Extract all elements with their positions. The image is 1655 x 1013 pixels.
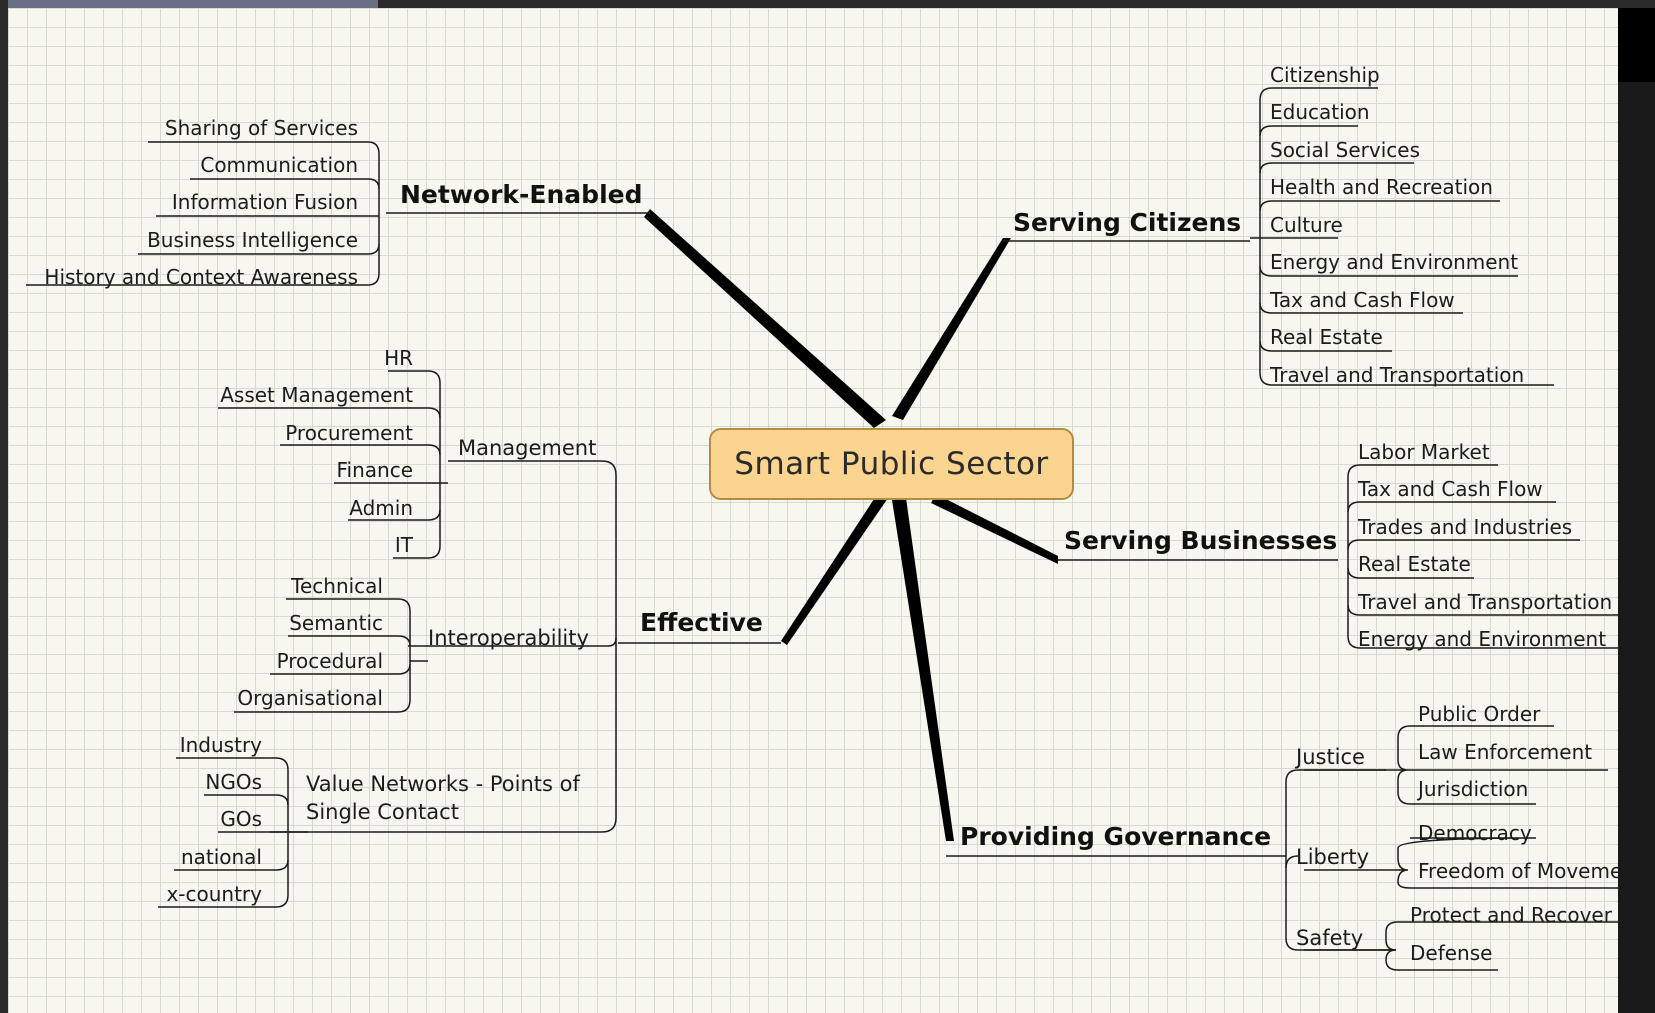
main-branch-spokes bbox=[644, 209, 1058, 841]
subbranch-management[interactable]: Management bbox=[458, 436, 597, 460]
spoke-serving-citizens bbox=[892, 238, 1011, 420]
subbranch-liberty[interactable]: Liberty bbox=[1296, 845, 1370, 869]
spoke-providing-governance bbox=[892, 498, 954, 841]
spoke-effective bbox=[781, 496, 888, 645]
topic-protect-and-recover[interactable]: Protect and Recover bbox=[1410, 903, 1612, 927]
video-thumbnail-strip bbox=[8, 0, 378, 8]
topic-procurement[interactable]: Procurement bbox=[285, 421, 413, 445]
topic-industry[interactable]: Industry bbox=[179, 733, 262, 757]
topic-hr[interactable]: HR bbox=[384, 346, 413, 370]
topic-asset-management[interactable]: Asset Management bbox=[220, 383, 413, 407]
topic-tax-and-cash-flow[interactable]: Tax and Cash Flow bbox=[1270, 288, 1455, 312]
subbranch-justice[interactable]: Justice bbox=[1296, 745, 1365, 769]
subbranch-value-networks-line1[interactable]: Value Networks - Points of bbox=[306, 772, 580, 796]
topic-trades-and-industries[interactable]: Trades and Industries bbox=[1358, 515, 1573, 539]
topic-history-and-context-awareness[interactable]: History and Context Awareness bbox=[44, 265, 358, 289]
topic-national[interactable]: national bbox=[180, 845, 262, 869]
topic-technical[interactable]: Technical bbox=[291, 574, 383, 598]
spoke-network-enabled bbox=[644, 209, 886, 428]
topic-semantic[interactable]: Semantic bbox=[289, 611, 383, 635]
topic-finance[interactable]: Finance bbox=[336, 458, 413, 482]
window-top-bar bbox=[0, 0, 1655, 8]
topic-education[interactable]: Education bbox=[1270, 100, 1370, 124]
topic-freedom-of-movement[interactable]: Freedom of Movement bbox=[1418, 859, 1618, 883]
mind-map-canvas[interactable]: Smart Public Sector Network-Enabled Shar… bbox=[8, 8, 1618, 1013]
topic-real-estate[interactable]: Real Estate bbox=[1270, 325, 1383, 349]
topic-law-enforcement[interactable]: Law Enforcement bbox=[1418, 740, 1593, 764]
topic-biz-energy-and-environment[interactable]: Energy and Environment bbox=[1358, 627, 1607, 651]
topic-procedural[interactable]: Procedural bbox=[276, 649, 383, 673]
connector-lines bbox=[26, 87, 1618, 971]
central-node-label: Smart Public Sector bbox=[734, 446, 1049, 482]
topic-defense[interactable]: Defense bbox=[1410, 941, 1493, 965]
overlay-corner-block bbox=[1618, 8, 1655, 82]
topic-admin[interactable]: Admin bbox=[349, 496, 413, 520]
mind-map-connectors bbox=[26, 87, 1618, 971]
topic-social-services[interactable]: Social Services bbox=[1270, 138, 1420, 162]
topic-citizenship[interactable]: Citizenship bbox=[1270, 63, 1380, 87]
topic-organisational[interactable]: Organisational bbox=[237, 686, 383, 710]
topic-it[interactable]: IT bbox=[394, 533, 413, 557]
topic-energy-and-environment[interactable]: Energy and Environment bbox=[1270, 250, 1519, 274]
topic-biz-travel-and-transportation[interactable]: Travel and Transportation bbox=[1358, 590, 1613, 614]
left-window-edge bbox=[0, 8, 8, 1013]
topic-information-fusion[interactable]: Information Fusion bbox=[171, 190, 358, 214]
topic-sharing-of-services[interactable]: Sharing of Services bbox=[164, 116, 358, 140]
branch-serving-businesses[interactable]: Serving Businesses bbox=[1064, 526, 1338, 555]
topic-democracy[interactable]: Democracy bbox=[1418, 821, 1532, 845]
topic-public-order[interactable]: Public Order bbox=[1418, 702, 1541, 726]
subbranch-safety[interactable]: Safety bbox=[1296, 926, 1364, 950]
topic-gos[interactable]: GOs bbox=[220, 807, 262, 831]
topic-ngos[interactable]: NGOs bbox=[205, 770, 262, 794]
subbranch-interoperability[interactable]: Interoperability bbox=[428, 626, 589, 650]
branch-providing-governance[interactable]: Providing Governance bbox=[960, 822, 1272, 851]
topic-business-intelligence[interactable]: Business Intelligence bbox=[147, 228, 358, 252]
branch-network-enabled[interactable]: Network-Enabled bbox=[400, 180, 643, 209]
topic-culture[interactable]: Culture bbox=[1270, 213, 1343, 237]
branch-serving-citizens[interactable]: Serving Citizens bbox=[1013, 208, 1242, 237]
topic-communication[interactable]: Communication bbox=[200, 153, 358, 177]
spoke-serving-businesses bbox=[931, 494, 1058, 564]
topic-labor-market[interactable]: Labor Market bbox=[1358, 440, 1490, 464]
topic-x-country[interactable]: x-country bbox=[166, 882, 262, 906]
topic-health-and-recreation[interactable]: Health and Recreation bbox=[1270, 175, 1493, 199]
topic-travel-and-transportation[interactable]: Travel and Transportation bbox=[1270, 363, 1525, 387]
subbranch-value-networks-line2[interactable]: Single Contact bbox=[306, 800, 459, 824]
central-node[interactable]: Smart Public Sector bbox=[709, 428, 1074, 500]
topic-biz-real-estate[interactable]: Real Estate bbox=[1358, 552, 1471, 576]
topic-biz-tax-and-cash-flow[interactable]: Tax and Cash Flow bbox=[1358, 477, 1543, 501]
topic-jurisdiction[interactable]: Jurisdiction bbox=[1418, 777, 1529, 801]
branch-effective[interactable]: Effective bbox=[640, 608, 763, 637]
